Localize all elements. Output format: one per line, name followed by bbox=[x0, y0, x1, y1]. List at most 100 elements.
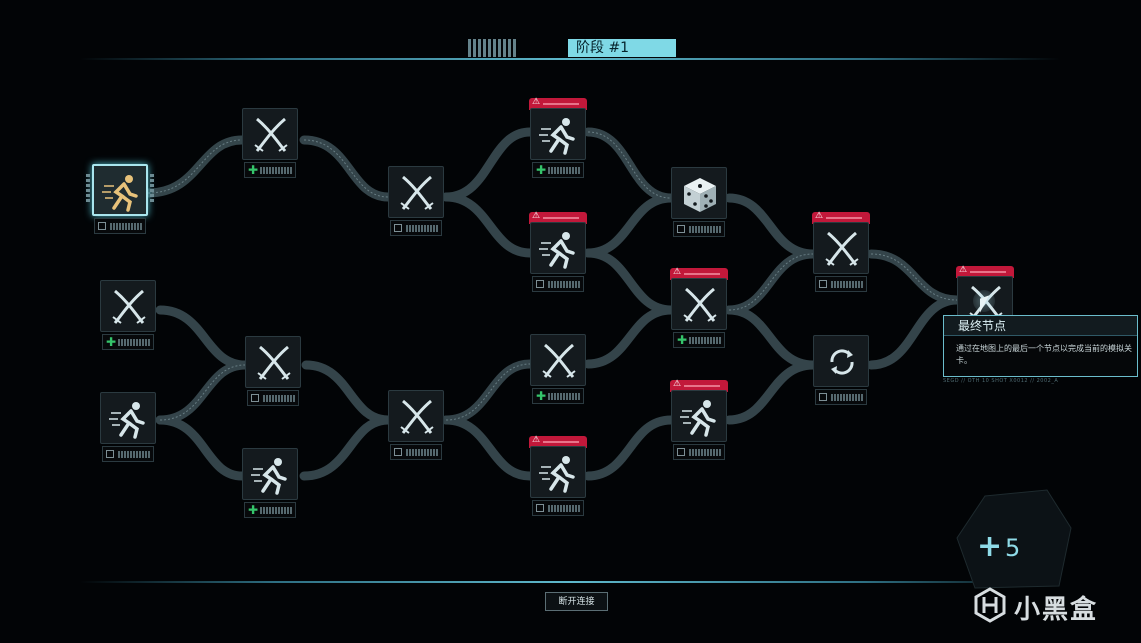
bottom-frame-line bbox=[80, 581, 1060, 583]
crossed-swords-icon bbox=[111, 289, 147, 325]
link bbox=[724, 360, 818, 425]
node-dash-danger[interactable] bbox=[529, 435, 587, 520]
tooltip-description: 通过在地图上的最后一个节点以完成当前的模拟关卡。 bbox=[956, 344, 1132, 365]
node-info bbox=[102, 446, 154, 462]
node-random-dice[interactable] bbox=[671, 167, 727, 241]
node-tile bbox=[671, 390, 727, 442]
watermark: 小黑盒 bbox=[970, 585, 1110, 625]
heal-plus-icon: ✚ bbox=[248, 163, 259, 177]
node-tile bbox=[671, 167, 727, 219]
node-tile bbox=[242, 108, 298, 160]
node-combat[interactable]: ✚ bbox=[242, 108, 298, 182]
node-tile bbox=[530, 446, 586, 498]
node-tile bbox=[530, 108, 586, 160]
link bbox=[724, 305, 818, 370]
node-info bbox=[673, 444, 725, 460]
heal-plus-icon: ✚ bbox=[106, 335, 117, 349]
link bbox=[299, 415, 393, 481]
link bbox=[441, 127, 535, 202]
link bbox=[724, 249, 818, 315]
node-info bbox=[532, 500, 584, 516]
node-tile bbox=[100, 280, 156, 332]
node-dash-danger[interactable] bbox=[670, 379, 728, 464]
refresh-icon bbox=[829, 348, 855, 376]
counter-plus-icon: + bbox=[977, 529, 1003, 564]
node-combat[interactable] bbox=[388, 166, 444, 240]
node-info bbox=[532, 276, 584, 292]
danger-warning-icon bbox=[529, 97, 587, 110]
link bbox=[441, 415, 535, 481]
heal-plus-icon: ✚ bbox=[677, 333, 688, 347]
link bbox=[583, 127, 676, 203]
crossed-swords-icon bbox=[253, 117, 289, 153]
link bbox=[583, 415, 676, 481]
link bbox=[583, 305, 676, 369]
node-dash-danger[interactable]: ✚ bbox=[529, 97, 587, 182]
node-dash[interactable] bbox=[100, 392, 156, 466]
node-tile bbox=[245, 336, 301, 388]
link bbox=[301, 360, 393, 425]
node-info: ✚ bbox=[532, 388, 584, 404]
node-tile bbox=[813, 335, 869, 387]
link bbox=[866, 249, 962, 305]
dash-icon bbox=[539, 116, 575, 155]
disconnect-button[interactable]: 断开连接 bbox=[545, 592, 608, 611]
crossed-swords-icon bbox=[399, 399, 435, 435]
node-tile bbox=[813, 222, 869, 274]
crossed-swords-icon bbox=[399, 175, 435, 211]
dash-icon bbox=[109, 400, 145, 439]
header-logo-icon bbox=[468, 39, 516, 57]
crossed-swords-icon bbox=[824, 231, 860, 267]
link bbox=[299, 135, 393, 202]
node-tile bbox=[530, 222, 586, 274]
danger-warning-icon bbox=[670, 379, 728, 392]
danger-warning-icon bbox=[812, 211, 870, 224]
node-combat[interactable]: ✚ bbox=[100, 280, 156, 354]
node-info bbox=[390, 220, 442, 236]
node-combat[interactable] bbox=[388, 390, 444, 464]
node-tile bbox=[530, 334, 586, 386]
node-combat-danger[interactable] bbox=[812, 211, 870, 296]
node-info bbox=[815, 389, 867, 405]
node-dash[interactable]: ✚ bbox=[242, 448, 298, 522]
link bbox=[441, 192, 535, 258]
node-dash-danger[interactable] bbox=[529, 211, 587, 296]
danger-warning-icon bbox=[529, 435, 587, 448]
node-tile bbox=[388, 166, 444, 218]
dash-icon bbox=[102, 173, 138, 212]
tooltip-code: SEGD // OTH 10 SHOT X0012 // 2002_A bbox=[943, 378, 1059, 384]
node-combat-danger[interactable]: ✚ bbox=[670, 267, 728, 352]
dash-icon bbox=[251, 456, 287, 495]
counter-value: 5 bbox=[1005, 534, 1021, 562]
link bbox=[143, 135, 247, 198]
node-start-dash[interactable] bbox=[86, 164, 154, 238]
heal-plus-icon: ✚ bbox=[536, 163, 547, 177]
final-node-tooltip: 最终节点 通过在地图上的最后一个节点以完成当前的模拟关卡。 bbox=[943, 315, 1138, 377]
node-tile bbox=[671, 278, 727, 330]
cursor-glow bbox=[973, 290, 995, 312]
dash-icon bbox=[539, 230, 575, 269]
danger-warning-icon bbox=[670, 267, 728, 280]
node-info: ✚ bbox=[532, 162, 584, 178]
node-tile bbox=[86, 164, 154, 216]
node-tile bbox=[242, 448, 298, 500]
node-combat[interactable] bbox=[245, 336, 301, 410]
node-info: ✚ bbox=[244, 502, 296, 518]
node-info bbox=[247, 390, 299, 406]
crossed-swords-icon bbox=[682, 287, 718, 323]
watermark-logo-icon bbox=[974, 587, 1006, 623]
heal-plus-icon: ✚ bbox=[248, 503, 259, 517]
link bbox=[724, 193, 818, 259]
danger-warning-icon bbox=[956, 265, 1014, 278]
link bbox=[155, 360, 250, 425]
node-refresh[interactable] bbox=[813, 335, 869, 409]
node-info bbox=[94, 218, 146, 234]
node-combat[interactable]: ✚ bbox=[530, 334, 586, 408]
dash-icon bbox=[680, 398, 716, 437]
node-info bbox=[673, 221, 725, 237]
link bbox=[155, 305, 250, 370]
hex-panel bbox=[956, 489, 1072, 589]
crossed-swords-icon bbox=[541, 343, 577, 379]
heal-counter: + 5 bbox=[955, 488, 1073, 593]
node-info: ✚ bbox=[673, 332, 725, 348]
